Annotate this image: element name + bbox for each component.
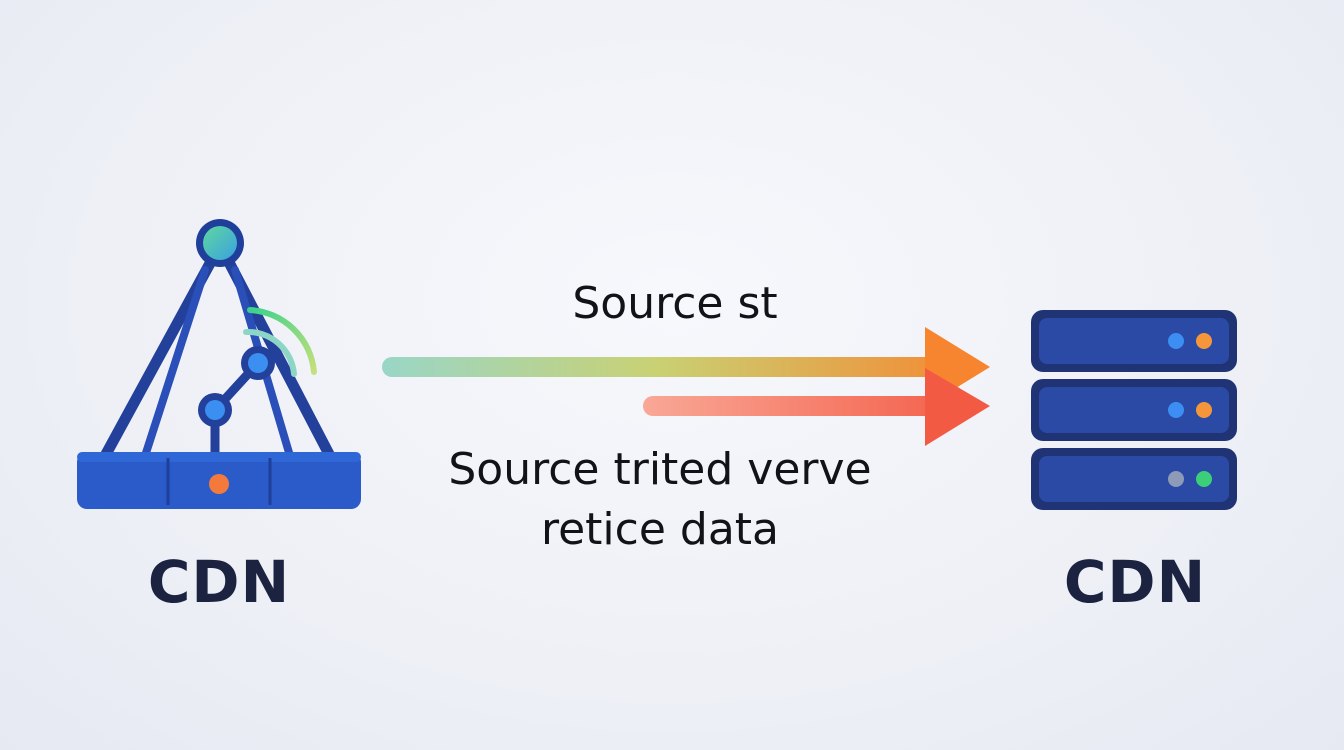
arrow-bottom <box>643 368 990 446</box>
source-node-label: CDN <box>147 548 291 616</box>
edge-label-bottom-line1: Source trited verve <box>448 444 872 495</box>
server-unit-3 <box>1031 448 1237 510</box>
edge-label-top: Source st <box>572 278 778 329</box>
server-unit-1 <box>1031 310 1237 372</box>
edge-label-bottom: Source trited verve retice data <box>400 440 920 560</box>
target-node-label: CDN <box>1063 548 1207 616</box>
edge-label-bottom-line2: retice data <box>540 504 780 555</box>
arrow-top <box>382 327 990 407</box>
server-rack-icon <box>1031 310 1237 510</box>
server-unit-2 <box>1031 379 1237 441</box>
tower-antenna-icon <box>77 219 361 509</box>
